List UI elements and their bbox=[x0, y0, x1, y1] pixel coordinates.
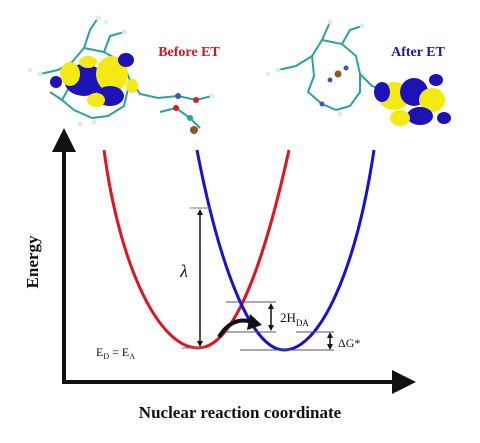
dg-label: ΔG* bbox=[338, 336, 360, 350]
molecule-before-et bbox=[28, 15, 215, 134]
donor-parabola bbox=[102, 149, 291, 350]
hda-label: 2HDA bbox=[280, 310, 309, 328]
y-axis-label: Energy bbox=[23, 235, 42, 288]
axes bbox=[52, 128, 416, 394]
ed-ea-label: ED = EA bbox=[96, 345, 135, 361]
after-et-label: After ET bbox=[391, 45, 445, 60]
molecule-before-orbital bbox=[50, 53, 138, 107]
molecule-after-et bbox=[266, 19, 451, 126]
reaction-arrow-head bbox=[247, 314, 262, 330]
molecule-after-atoms bbox=[266, 19, 443, 117]
molecule-after-orbital bbox=[374, 74, 451, 126]
before-et-label: Before ET bbox=[158, 45, 220, 60]
x-axis-label: Nuclear reaction coordinate bbox=[139, 403, 342, 422]
lambda-label: λ bbox=[179, 261, 188, 281]
